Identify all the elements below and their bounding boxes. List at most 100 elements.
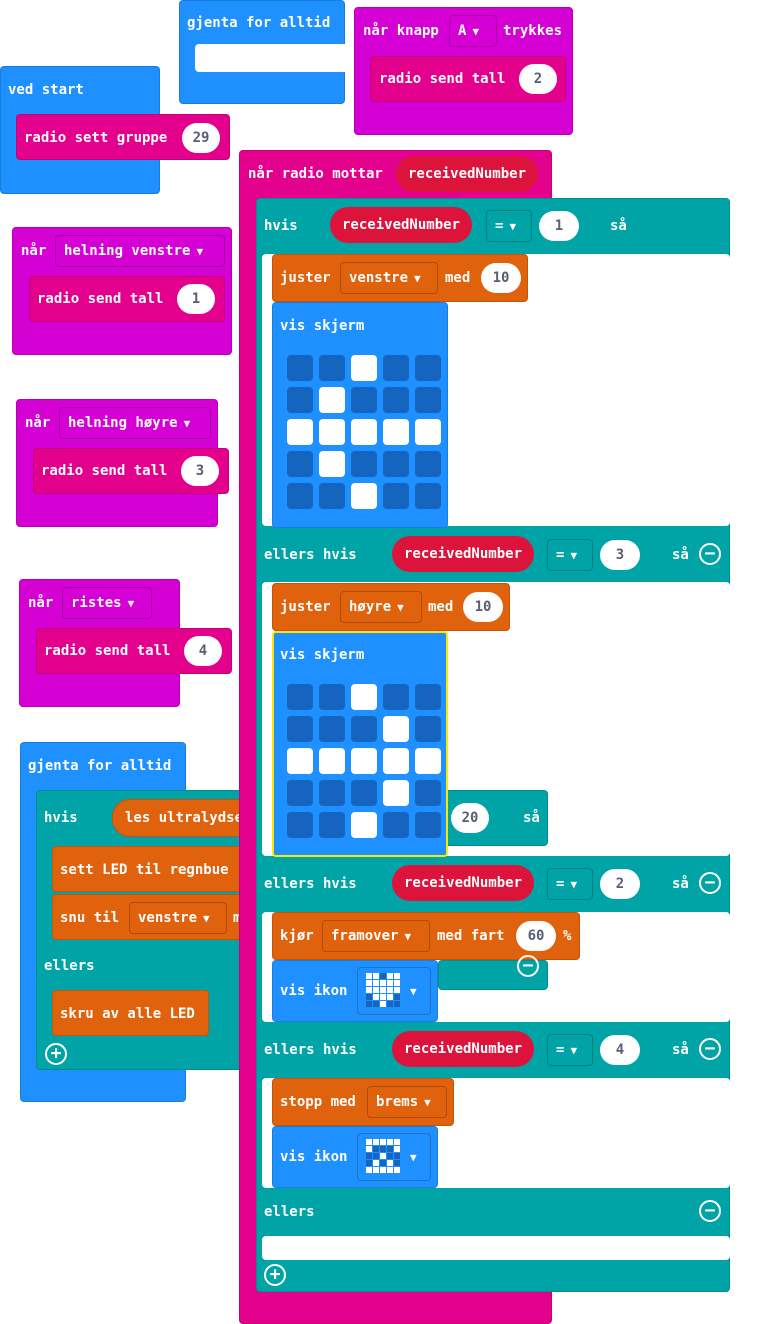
received-number-reporter-1[interactable]: receivedNumber [330,207,473,243]
led-cell[interactable] [287,451,313,477]
led-cell[interactable] [415,451,441,477]
drive-dir-dropdown[interactable]: framover▼ [322,920,430,952]
shake-gesture-dropdown[interactable]: ristes▼ [62,587,152,619]
led-cell[interactable] [319,355,345,381]
led-cell[interactable] [351,355,377,381]
compare-value-1[interactable]: 1 [539,211,579,241]
led-cell[interactable] [351,748,377,774]
remove-branch-minus-icon[interactable]: − [517,955,539,977]
led-cell[interactable] [383,780,409,806]
led-cell[interactable] [319,748,345,774]
add-branch-plus-icon[interactable]: + [45,1043,67,1065]
led-cell[interactable] [351,451,377,477]
radio-send-value-a[interactable]: 2 [519,64,557,94]
led-cell[interactable] [319,451,345,477]
led-cell[interactable] [383,716,409,742]
led-cell[interactable] [383,748,409,774]
led-cell[interactable] [415,716,441,742]
led-cell[interactable] [383,419,409,445]
led-cell[interactable] [415,483,441,509]
led-grid-2[interactable] [287,684,441,838]
led-cell[interactable] [287,387,313,413]
compare-value-2[interactable]: 2 [600,869,640,899]
adjust-value-1[interactable]: 10 [481,263,521,293]
dropdown-arrow-icon: ▼ [127,597,135,610]
led-cell[interactable] [351,812,377,838]
led-cell[interactable] [415,419,441,445]
compare-dropdown-2[interactable]: =▼ [547,868,593,900]
led-cell[interactable] [383,451,409,477]
led-cell[interactable] [319,684,345,710]
remove-branch-minus-icon[interactable]: − [699,872,721,894]
led-cell[interactable] [287,483,313,509]
led-cell[interactable] [287,684,313,710]
tilt-right-gesture-dropdown[interactable]: helning høyre▼ [59,407,211,439]
led-grid-1[interactable] [287,355,441,509]
compare-dropdown-4[interactable]: =▼ [547,1034,593,1066]
radio-send-value-4[interactable]: 4 [184,636,222,666]
stop-mode-dropdown[interactable]: brems▼ [367,1086,447,1118]
led-cell[interactable] [287,780,313,806]
received-number-label: receivedNumber [408,166,527,182]
led-cell[interactable] [383,483,409,509]
led-rainbow-block[interactable] [52,846,252,892]
led-cell[interactable] [383,355,409,381]
adjust-value-2[interactable]: 10 [463,592,503,622]
compare-dropdown-1[interactable]: =▼ [486,210,532,242]
led-cell[interactable] [351,716,377,742]
led-cell[interactable] [287,355,313,381]
led-cell[interactable] [319,387,345,413]
led-cell[interactable] [287,812,313,838]
remove-branch-minus-icon[interactable]: − [699,543,721,565]
led-off-block[interactable] [52,990,209,1036]
show-icon-label-1: vis ikon [280,983,348,999]
compare-value-4[interactable]: 4 [600,1035,640,1065]
button-select-dropdown[interactable]: A▼ [449,15,497,47]
remove-branch-minus-icon[interactable]: − [699,1200,721,1222]
radio-send-value-1[interactable]: 1 [177,284,215,314]
radio-send-value-3[interactable]: 3 [181,456,219,486]
adjust-dir-dropdown-2[interactable]: høyre▼ [340,591,422,623]
compare-value-3[interactable]: 3 [600,540,640,570]
led-cell[interactable] [287,716,313,742]
received-number-variable[interactable]: receivedNumber [396,156,539,192]
speed-label: med fart [437,928,505,944]
led-cell[interactable] [415,812,441,838]
adjust-dir-dropdown-1[interactable]: venstre▼ [340,262,438,294]
led-cell[interactable] [415,748,441,774]
turn-direction-dropdown[interactable]: venstre▼ [129,902,227,934]
then-label-2: så [672,876,689,892]
led-cell[interactable] [319,716,345,742]
led-cell[interactable] [415,780,441,806]
radio-group-value[interactable]: 29 [182,123,220,153]
speed-value[interactable]: 60 [516,921,556,951]
received-number-label-3: receivedNumber [404,546,523,562]
else-label-ultrasonic: ellers [44,958,95,974]
tilt-left-gesture-dropdown[interactable]: helning venstre▼ [55,235,225,267]
led-cell[interactable] [319,483,345,509]
remove-branch-minus-icon[interactable]: − [699,1038,721,1060]
led-cell[interactable] [415,684,441,710]
led-cell[interactable] [351,483,377,509]
led-cell[interactable] [383,684,409,710]
hidden-compare-value[interactable]: 20 [451,803,489,833]
led-cell[interactable] [351,419,377,445]
led-cell[interactable] [287,748,313,774]
compare-dropdown-3[interactable]: =▼ [547,539,593,571]
led-cell[interactable] [383,387,409,413]
branch-slot-5 [262,1236,730,1260]
led-cell[interactable] [319,419,345,445]
led-cell[interactable] [351,780,377,806]
led-cell[interactable] [415,355,441,381]
led-cell[interactable] [351,684,377,710]
led-cell[interactable] [383,812,409,838]
led-cell[interactable] [351,387,377,413]
led-cell[interactable] [319,812,345,838]
led-cell[interactable] [287,419,313,445]
received-number-reporter-3[interactable]: receivedNumber [392,536,535,572]
add-branch-plus-icon[interactable]: + [264,1264,286,1286]
received-number-reporter-4[interactable]: receivedNumber [392,1031,535,1067]
led-cell[interactable] [319,780,345,806]
led-cell[interactable] [415,387,441,413]
received-number-reporter-2[interactable]: receivedNumber [392,865,535,901]
